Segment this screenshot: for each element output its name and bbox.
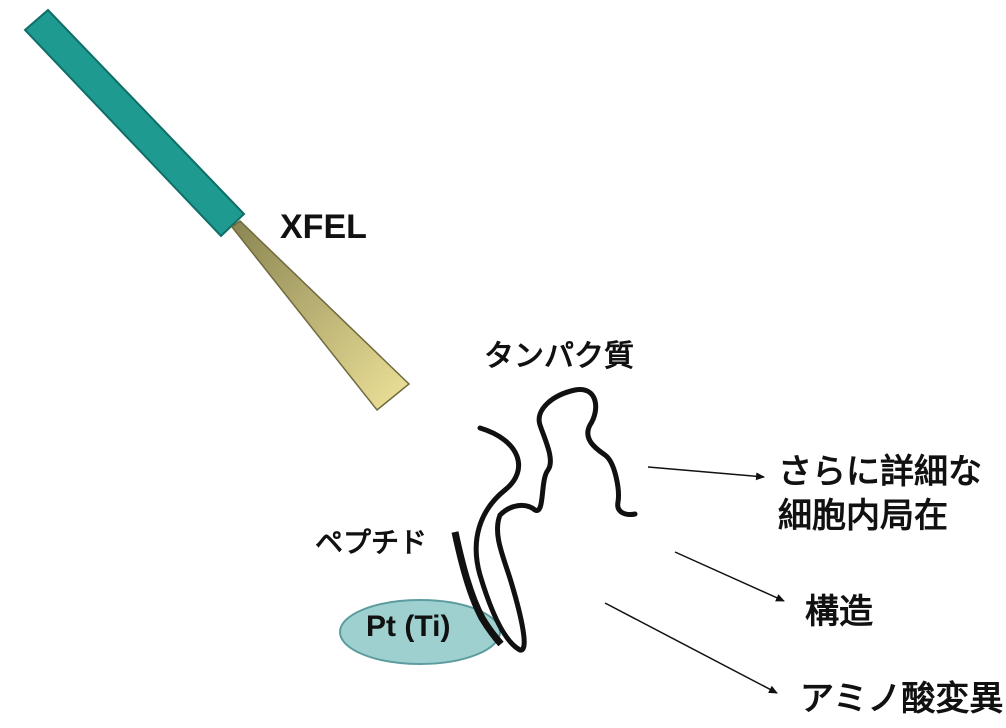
localization-label-line2: 細胞内局在 <box>778 496 948 536</box>
arrow-to-localization <box>647 466 765 481</box>
xray-beam-icon <box>230 220 411 412</box>
xfel-label: XFEL <box>280 208 367 246</box>
protein-strand <box>473 387 638 653</box>
xfel-source-icon <box>23 8 246 238</box>
arrow-to-mutation <box>604 602 778 694</box>
peptide-label: ペプチド <box>315 526 428 559</box>
mutation-label: アミノ酸変異 <box>800 679 1004 719</box>
pt-substrate-icon <box>339 599 501 665</box>
arrow-to-structure <box>674 551 785 602</box>
structure-label: 構造 <box>805 592 873 632</box>
protein-label: タンパク質 <box>484 339 634 374</box>
localization-label: さらに詳細な 細胞内局在 <box>778 450 982 538</box>
substrate-label: Pt (Ti) <box>366 610 451 643</box>
localization-label-line1: さらに詳細な <box>778 452 982 492</box>
peptide-strand <box>451 531 504 647</box>
